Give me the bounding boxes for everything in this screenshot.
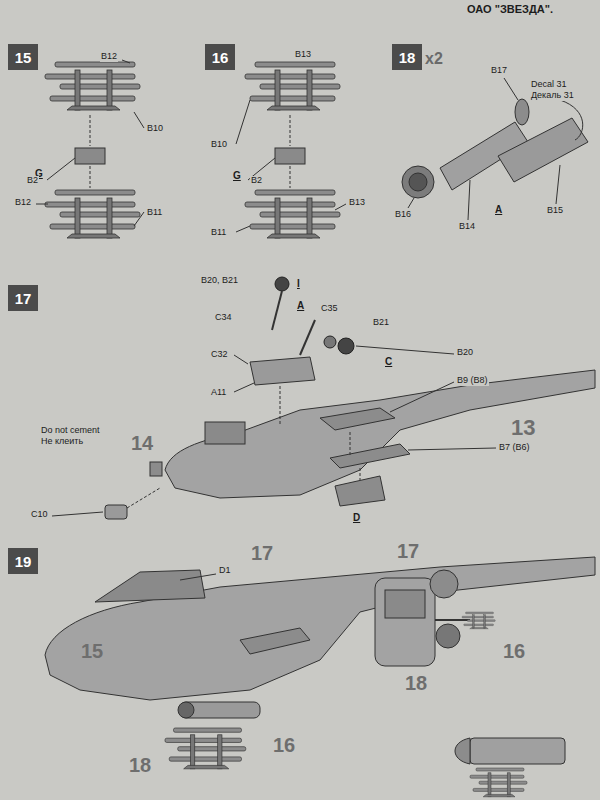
step-text: 15 — [15, 49, 32, 66]
note: Не клеить — [40, 437, 84, 447]
quantity-note: x2 — [424, 50, 444, 68]
step-text: 18 — [399, 49, 416, 66]
part-number: B14 — [458, 222, 476, 232]
step-text: 17 — [15, 290, 32, 307]
color-code: A — [296, 300, 305, 311]
color-code: A — [494, 204, 503, 215]
part-number: B10 — [210, 140, 228, 150]
part-number: B7 (B6) — [498, 443, 531, 453]
part-number: B12 — [14, 198, 32, 208]
part-number: B20 — [456, 348, 474, 358]
callout-number: 14 — [130, 432, 154, 454]
part-number: B13 — [348, 198, 366, 208]
callout-number: 17 — [250, 542, 274, 564]
part-number: A11 — [210, 388, 227, 398]
part-number: B21 — [372, 318, 390, 328]
part-number: B2 — [26, 176, 39, 186]
step-number: 16 — [205, 44, 235, 70]
part-number: B11 — [146, 208, 163, 218]
part-number: B17 — [490, 66, 508, 76]
part-number: C10 — [30, 510, 49, 520]
part-number: D1 — [218, 566, 232, 576]
callout-number: 16 — [272, 734, 296, 756]
callout-number: 18 — [404, 672, 428, 694]
step-number: 15 — [8, 44, 38, 70]
part-number: B2 — [250, 176, 263, 186]
step-number: 18 — [392, 44, 422, 70]
part-number: B11 — [210, 228, 227, 238]
callout-number: 17 — [396, 540, 420, 562]
part-number: B16 — [394, 210, 412, 220]
part-number: C34 — [214, 313, 233, 323]
step-number: 19 — [8, 548, 38, 574]
callout-number: 15 — [80, 640, 104, 662]
callout-number: 16 — [502, 640, 526, 662]
part-number: B13 — [294, 50, 312, 60]
decal-number: Decal 31 — [530, 80, 568, 90]
color-code: G — [232, 170, 242, 181]
step-text: 19 — [15, 553, 32, 570]
part-number: B20, B21 — [200, 276, 239, 286]
color-code: C — [384, 356, 393, 367]
part-number: B9 (B8) — [456, 376, 489, 386]
part-number: C32 — [210, 350, 229, 360]
step-text: 16 — [212, 49, 229, 66]
publisher-note: ОАО "ЗВЕЗДА". — [466, 3, 554, 15]
callout-number: 18 — [128, 754, 152, 776]
callout-number: 13 — [510, 416, 536, 440]
color-code: D — [352, 512, 361, 523]
step-number: 17 — [8, 285, 38, 311]
decal-number: Декаль 31 — [530, 91, 575, 101]
part-number: B12 — [100, 52, 118, 62]
color-code: I — [296, 278, 301, 289]
part-number: B10 — [146, 124, 164, 134]
part-number: B15 — [546, 206, 564, 216]
part-number: C35 — [320, 304, 339, 314]
note: Do not cement — [40, 426, 101, 436]
